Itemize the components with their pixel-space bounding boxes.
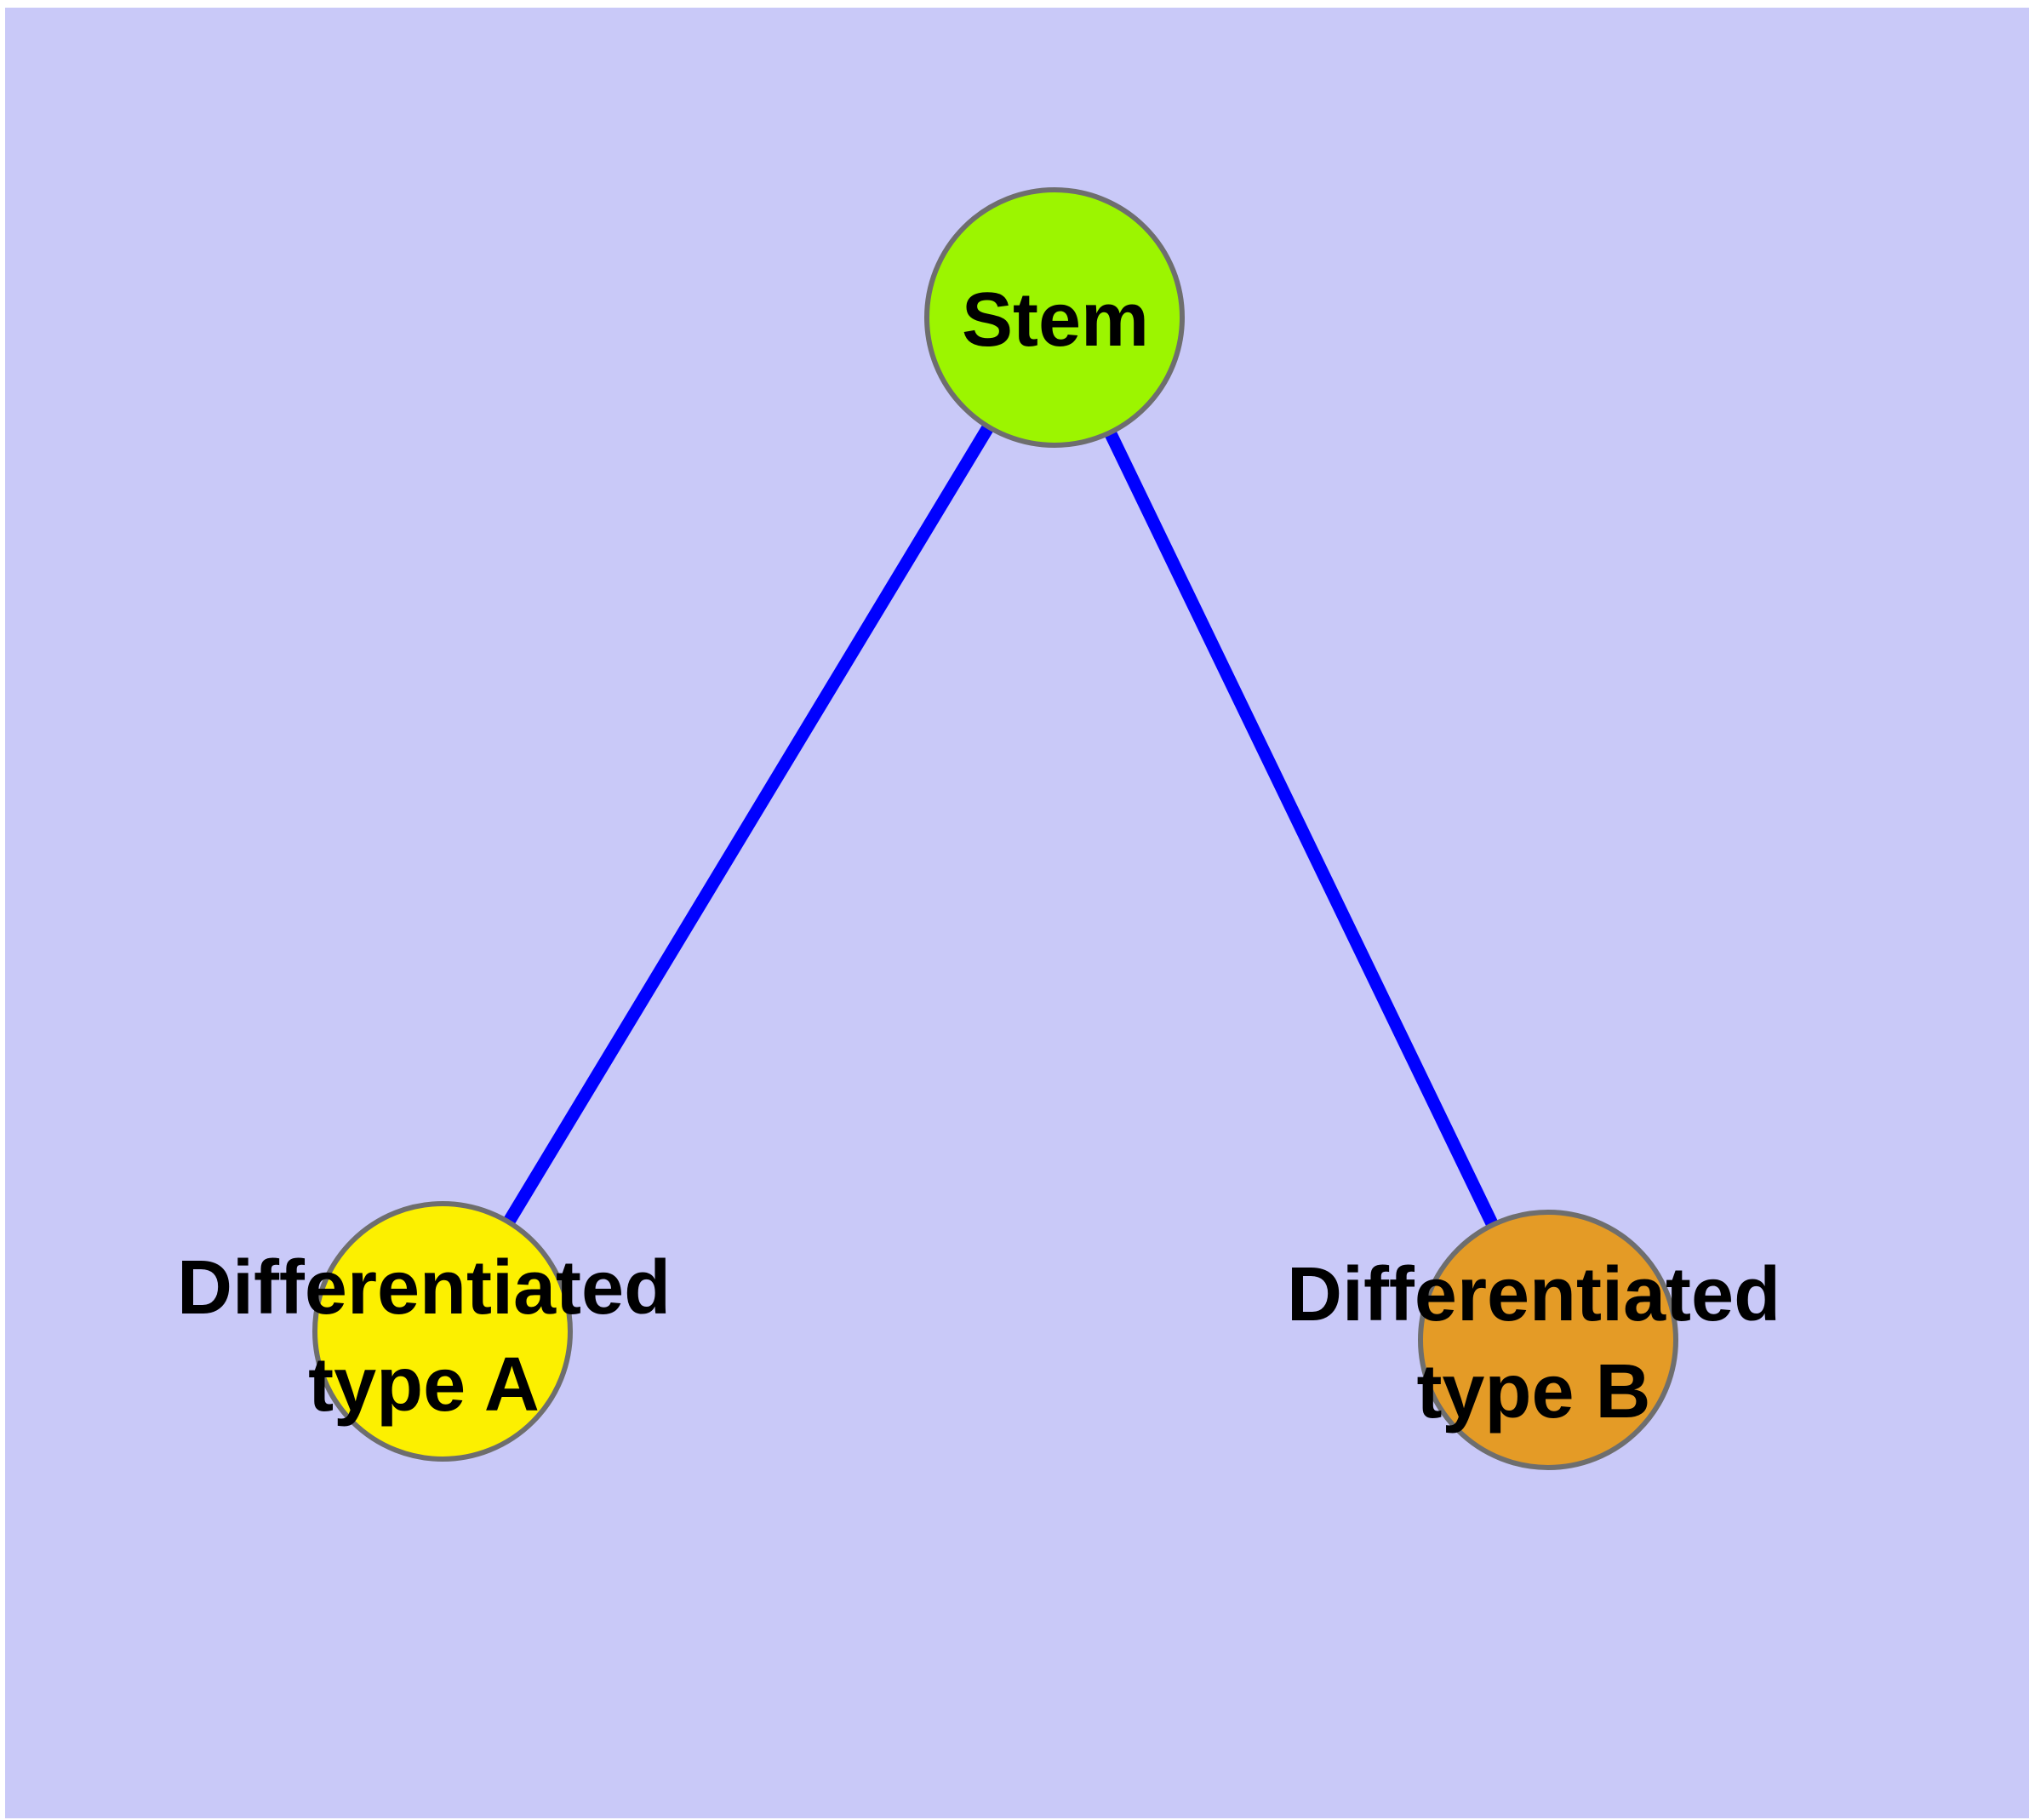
- node-label-type-b-line1: Differentiated: [1286, 1252, 1781, 1337]
- node-stem: [924, 187, 1185, 448]
- node-type-a: [312, 1201, 573, 1462]
- node-label-type-a: Differentiated type A: [177, 1239, 671, 1434]
- edge-stem-to-type-b: [1049, 314, 1554, 1343]
- node-label-type-a-line1: Differentiated: [176, 1245, 672, 1331]
- node-label-type-b: Differentiated type B: [1287, 1246, 1780, 1440]
- node-type-b: [1418, 1210, 1678, 1470]
- node-label-type-b-line2: type B: [1416, 1349, 1651, 1434]
- node-label-type-a-line2: type A: [308, 1342, 540, 1428]
- edge-stem-to-type-a: [437, 314, 1060, 1335]
- node-label-stem: Stem: [961, 278, 1150, 363]
